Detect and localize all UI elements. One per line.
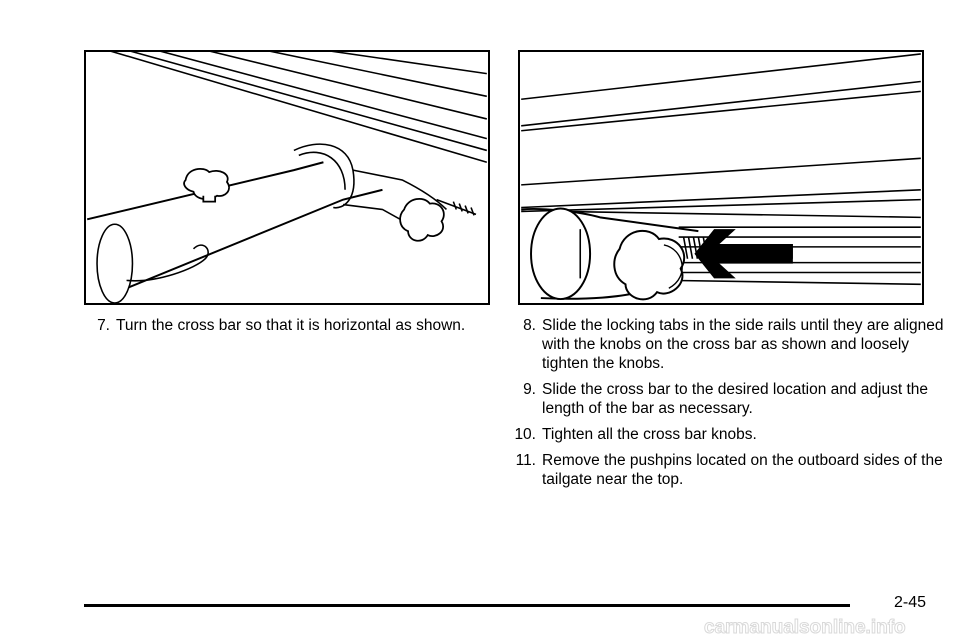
step-number: 7. <box>97 317 110 334</box>
page-number: 2-45 <box>894 594 927 611</box>
step-text: Tighten all the cross bar knobs. <box>542 426 757 443</box>
step-number: 10. <box>514 426 536 443</box>
watermark: carmanualsonline.info <box>700 617 956 637</box>
step-number: 8. <box>523 317 536 334</box>
cross-bar-illustration-left <box>84 50 490 305</box>
step-text: Remove the pushpins located on the outbo… <box>542 452 943 488</box>
instruction-step-10: 10. Tighten all the cross bar knobs. <box>510 425 952 444</box>
instruction-step-11: 11. Remove the pushpins located on the ou… <box>510 451 952 489</box>
locking-tab-drawing <box>521 53 921 301</box>
watermark-text: carmanualsonline.info <box>704 617 906 637</box>
step-number: 11. <box>515 452 536 469</box>
step-text: Turn the cross bar so that it is horizon… <box>116 317 466 334</box>
locking-tab-illustration-right <box>518 50 924 305</box>
cross-bar-rotation-drawing <box>86 52 488 303</box>
footer-rule <box>84 604 850 607</box>
step-number: 9. <box>523 381 536 398</box>
instruction-step-7: 7. Turn the cross bar so that it is horiz… <box>84 316 536 335</box>
instruction-step-9: 9. Slide the cross bar to the desired loc… <box>510 380 952 418</box>
step-text: Slide the locking tabs in the side rails… <box>542 317 944 372</box>
instruction-step-8: 8. Slide the locking tabs in the side rai… <box>510 316 952 373</box>
step-text: Slide the cross bar to the desired locat… <box>542 381 929 417</box>
